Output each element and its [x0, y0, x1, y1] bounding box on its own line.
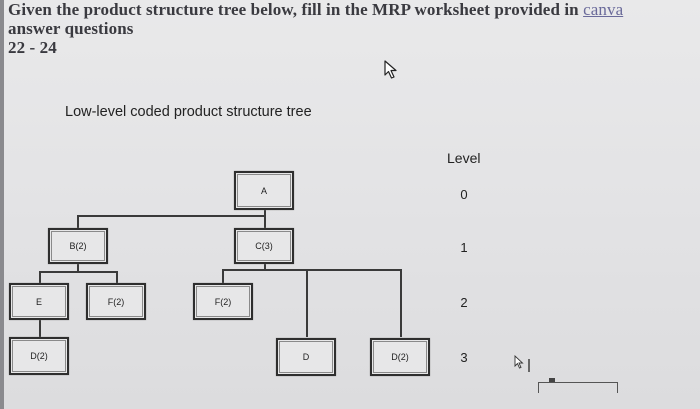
tree-title: Low-level coded product structure tree — [65, 104, 312, 120]
edge-to-e — [39, 271, 41, 284]
edge-a-down — [264, 209, 266, 216]
node-c: C(3) — [234, 228, 294, 264]
question-line-3: 22 - 24 — [8, 38, 57, 57]
level-header: Level — [447, 150, 481, 166]
edge-b-children-bar — [39, 271, 117, 273]
edge-to-f-c — [222, 269, 224, 284]
level-2-label: 2 — [460, 295, 468, 310]
node-d2-under-c: D(2) — [370, 338, 430, 376]
node-b: B(2) — [48, 228, 108, 264]
level-0-label: 0 — [460, 187, 468, 202]
page-edge-shadow — [0, 0, 4, 409]
canvas-link[interactable]: canva — [583, 0, 624, 19]
edge-to-c — [264, 215, 266, 229]
input-field-marker — [549, 378, 555, 382]
edge-c-children-bar — [222, 269, 401, 271]
mouse-pointer-icon — [384, 60, 400, 85]
question-line-1: Given the product structure tree below, … — [8, 0, 700, 19]
edge-to-f-b — [116, 271, 118, 284]
node-f-under-b: F(2) — [86, 283, 146, 320]
edge-level1-bar — [77, 215, 265, 217]
edge-to-d-e — [39, 318, 41, 338]
question-line-1-text: Given the product structure tree below, … — [8, 0, 584, 19]
question-line-2: answer questions — [8, 19, 134, 38]
node-d-under-c: D — [276, 338, 336, 376]
level-1-label: 1 — [460, 240, 468, 255]
edge-to-d-c — [306, 269, 308, 337]
question-heading: Given the product structure tree below, … — [8, 0, 700, 57]
edge-b-down — [77, 262, 79, 272]
level-3-label: 3 — [460, 350, 468, 365]
edge-to-d2-c — [400, 269, 402, 337]
node-d-under-e: D(2) — [9, 337, 69, 375]
edge-to-b — [77, 215, 79, 229]
input-field-outline — [538, 382, 618, 393]
edge-c-down — [264, 262, 266, 270]
text-cursor-icon — [514, 354, 536, 378]
node-a: A — [234, 171, 294, 210]
node-e: E — [9, 283, 69, 320]
node-f-under-c: F(2) — [193, 283, 253, 320]
